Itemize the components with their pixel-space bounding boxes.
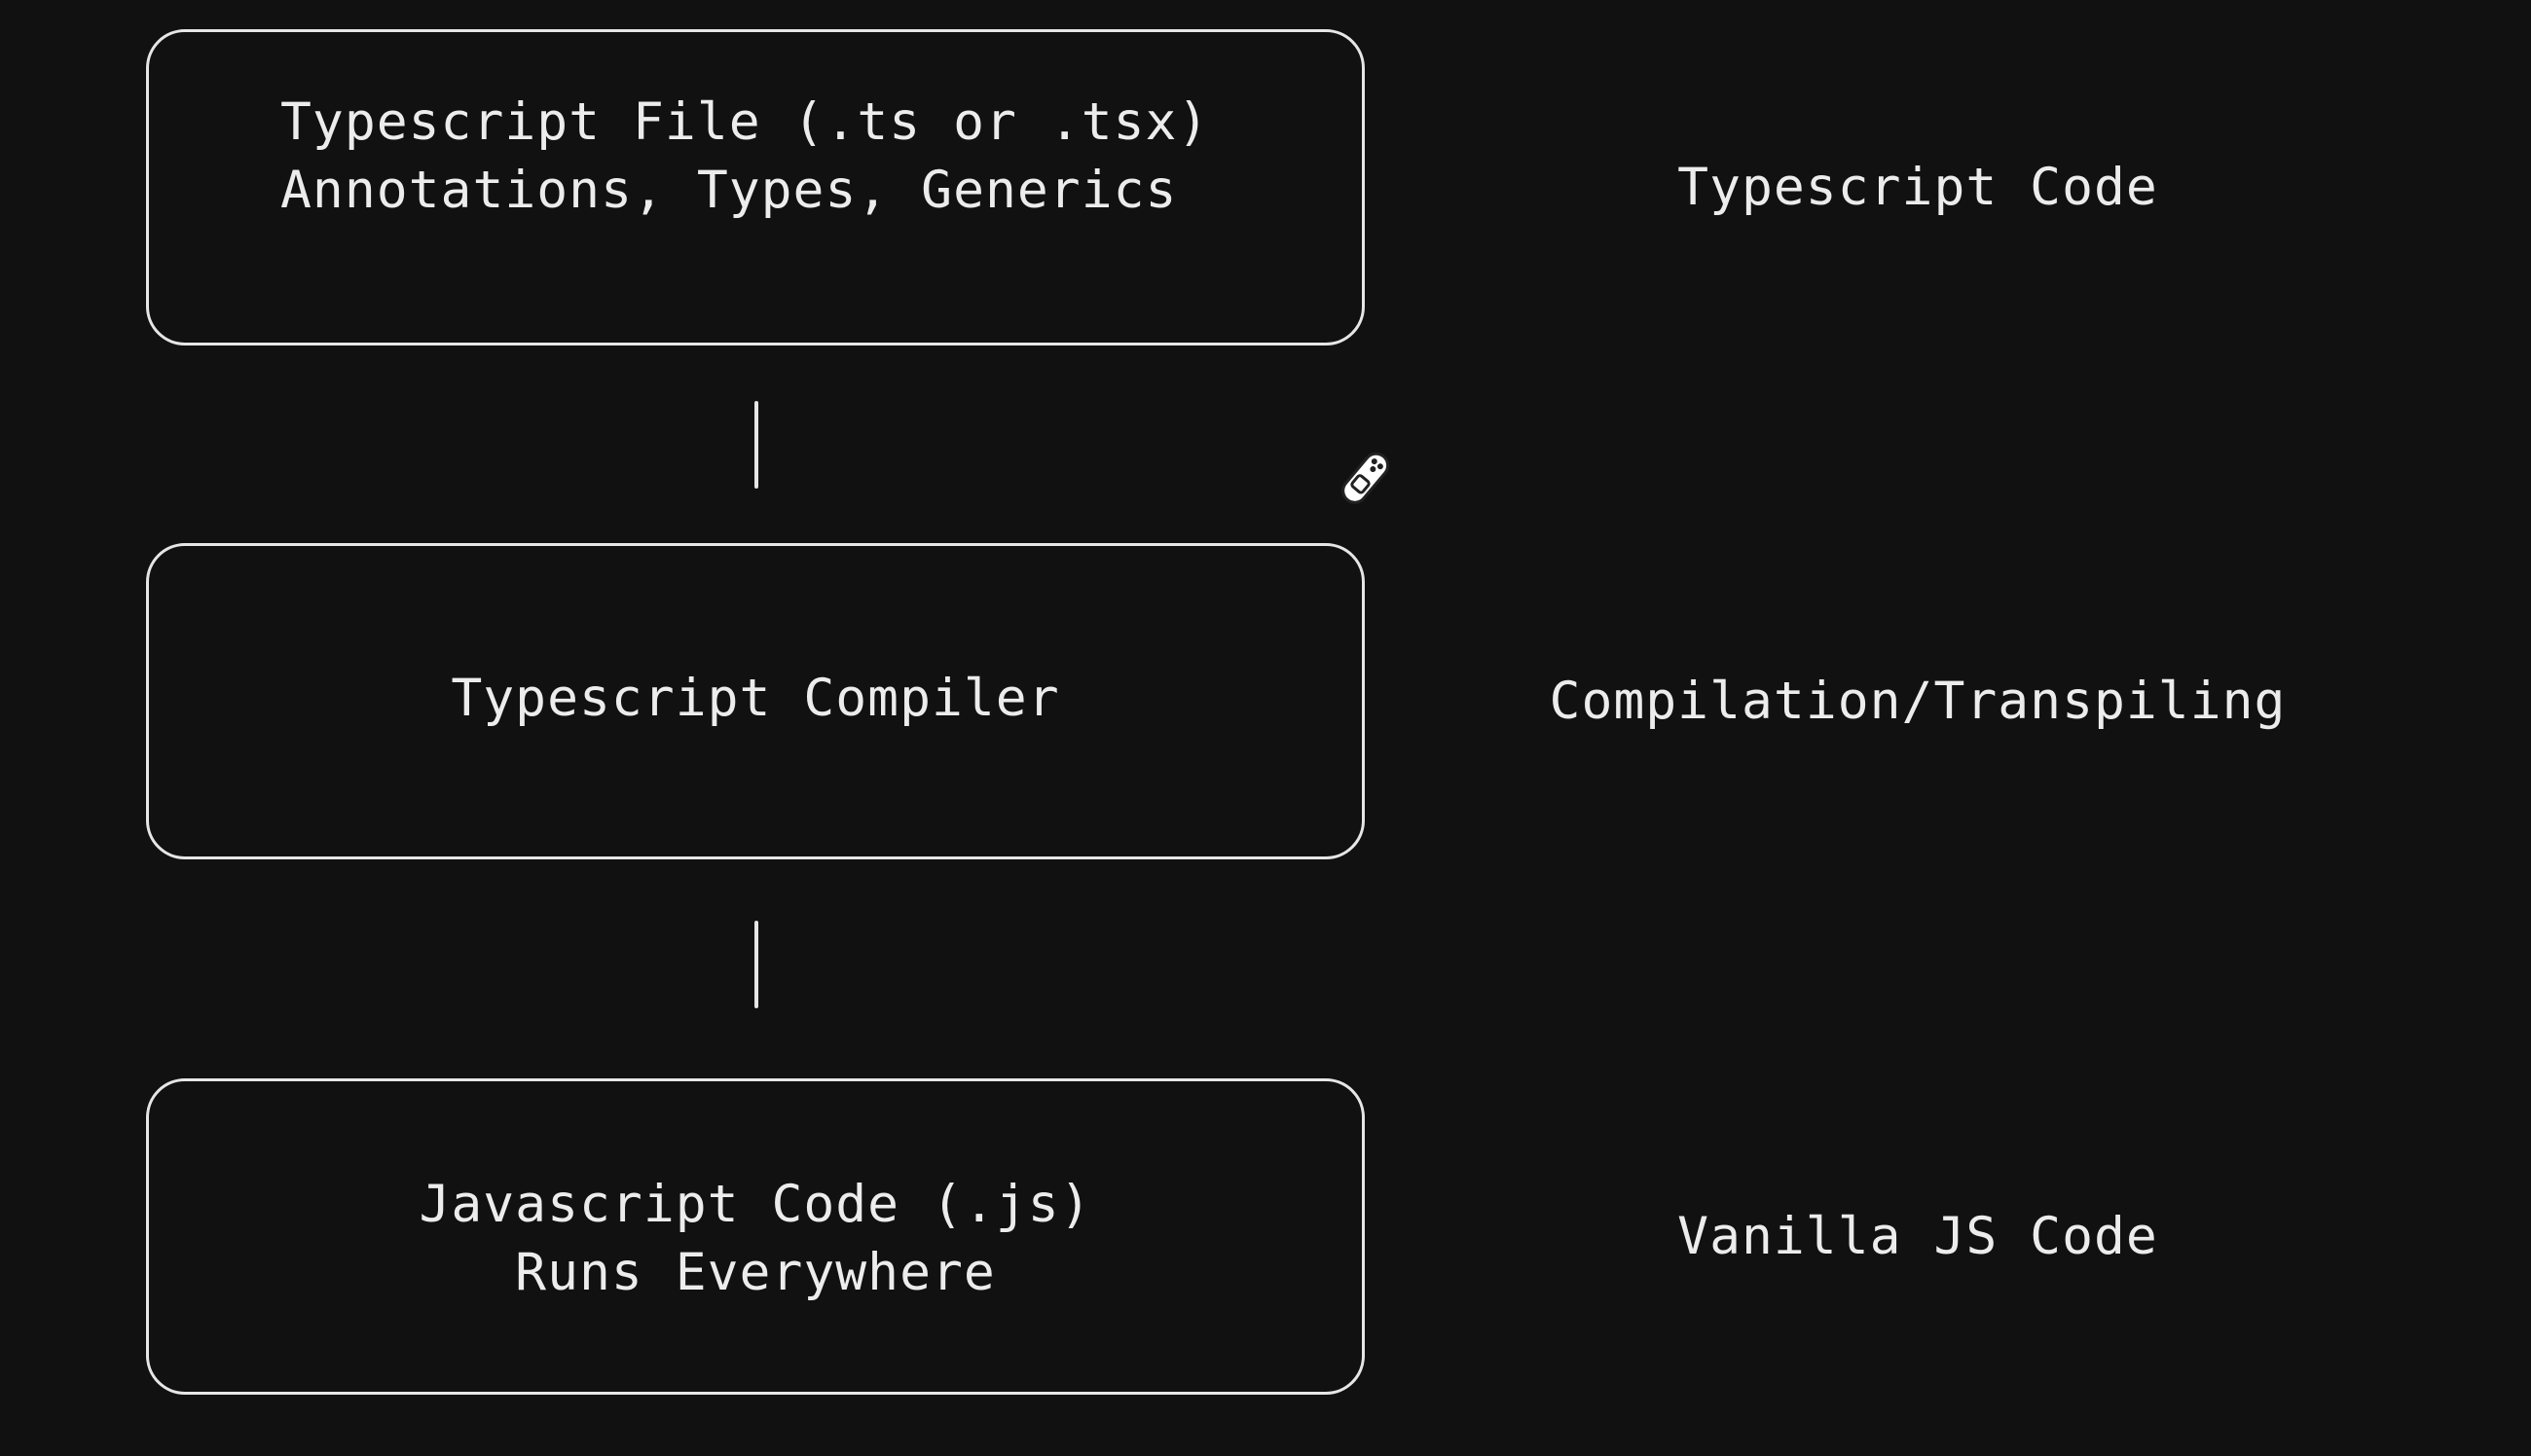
connector-line-1[interactable] <box>754 401 758 489</box>
side-label-compilation[interactable]: Compilation/Transpiling <box>1549 672 2287 731</box>
typescript-compiler-box[interactable]: Typescript Compiler <box>146 543 1365 859</box>
typescript-compiler-title: Typescript Compiler <box>451 669 1060 728</box>
javascript-code-title: Javascript Code (.js) <box>419 1175 1092 1234</box>
pencil-cursor-icon <box>1341 452 1390 504</box>
javascript-code-subtitle: Runs Everywhere <box>515 1243 996 1302</box>
side-label-vanilla-js[interactable]: Vanilla JS Code <box>1677 1207 2158 1266</box>
connector-line-2[interactable] <box>754 921 758 1008</box>
typescript-compiler-box-text: Typescript Compiler <box>149 665 1362 733</box>
typescript-file-box-text: Typescript File (.ts or .tsx) Annotation… <box>280 89 1362 225</box>
typescript-file-box[interactable]: Typescript File (.ts or .tsx) Annotation… <box>146 29 1365 346</box>
typescript-file-subtitle: Annotations, Types, Generics <box>280 161 1178 220</box>
side-label-typescript-code[interactable]: Typescript Code <box>1677 158 2158 217</box>
javascript-code-box-text: Javascript Code (.js) Runs Everywhere <box>149 1171 1362 1307</box>
typescript-file-title: Typescript File (.ts or .tsx) <box>280 92 1210 152</box>
javascript-code-box[interactable]: Javascript Code (.js) Runs Everywhere <box>146 1078 1365 1395</box>
